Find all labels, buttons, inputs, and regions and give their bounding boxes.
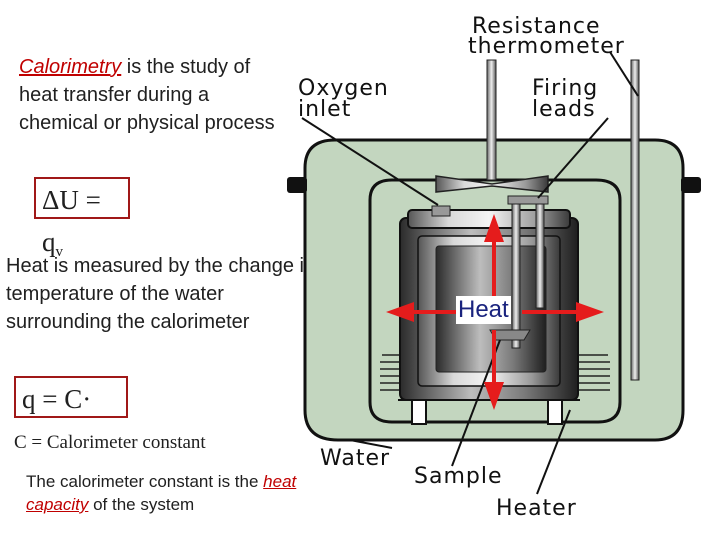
electrode-left xyxy=(511,197,521,349)
label-leads: leads xyxy=(532,97,596,122)
label-firing: Firing xyxy=(532,76,599,101)
stirrer-shaft xyxy=(486,59,497,181)
calorimeter-constant-text: The calorimeter constant is the heat cap… xyxy=(26,470,326,516)
jacket-knob-right xyxy=(681,177,701,193)
label-heat: Heat xyxy=(456,296,511,324)
calorimetry-term: Calorimetry xyxy=(19,56,122,78)
label-heater: Heater xyxy=(496,496,577,521)
internal-energy-equation-subscript: v xyxy=(55,244,64,260)
electrode-right xyxy=(535,197,545,309)
thermometer-rod xyxy=(630,59,640,381)
calorimeter-constant-text-before: The calorimeter constant is the xyxy=(26,472,264,491)
label-oxygen: Oxygen xyxy=(298,76,389,101)
heat-capacity-term: heat capacity xyxy=(26,472,297,514)
label-resistance: Resistance xyxy=(472,14,601,39)
electrode-cap xyxy=(507,195,549,205)
label-water: Water xyxy=(320,446,391,471)
stirrer-paddle xyxy=(435,175,549,193)
internal-energy-equation-main: ΔU = q xyxy=(42,185,101,257)
heat-measurement-text: Heat is measured by the change in temper… xyxy=(6,255,316,333)
label-inlet: inlet xyxy=(298,97,352,122)
label-thermometer: thermometer xyxy=(468,34,625,59)
heat-arrows xyxy=(386,214,604,410)
label-sample: Sample xyxy=(414,464,503,489)
calorimetry-definition-rest: is the study of heat transfer during a c… xyxy=(19,56,275,134)
internal-energy-equation: ΔU = qv xyxy=(34,177,130,260)
oxygen-valve xyxy=(431,205,451,217)
calorimetry-definition: Calorimetry is the study of heat transfe… xyxy=(19,53,289,137)
jacket-knob-left xyxy=(287,177,307,193)
calorimeter-constant-definition: C = Calorimeter constant xyxy=(14,432,206,453)
heat-equation: q = C· xyxy=(14,376,128,418)
calorimeter-constant-text-after: of the system xyxy=(88,495,195,514)
